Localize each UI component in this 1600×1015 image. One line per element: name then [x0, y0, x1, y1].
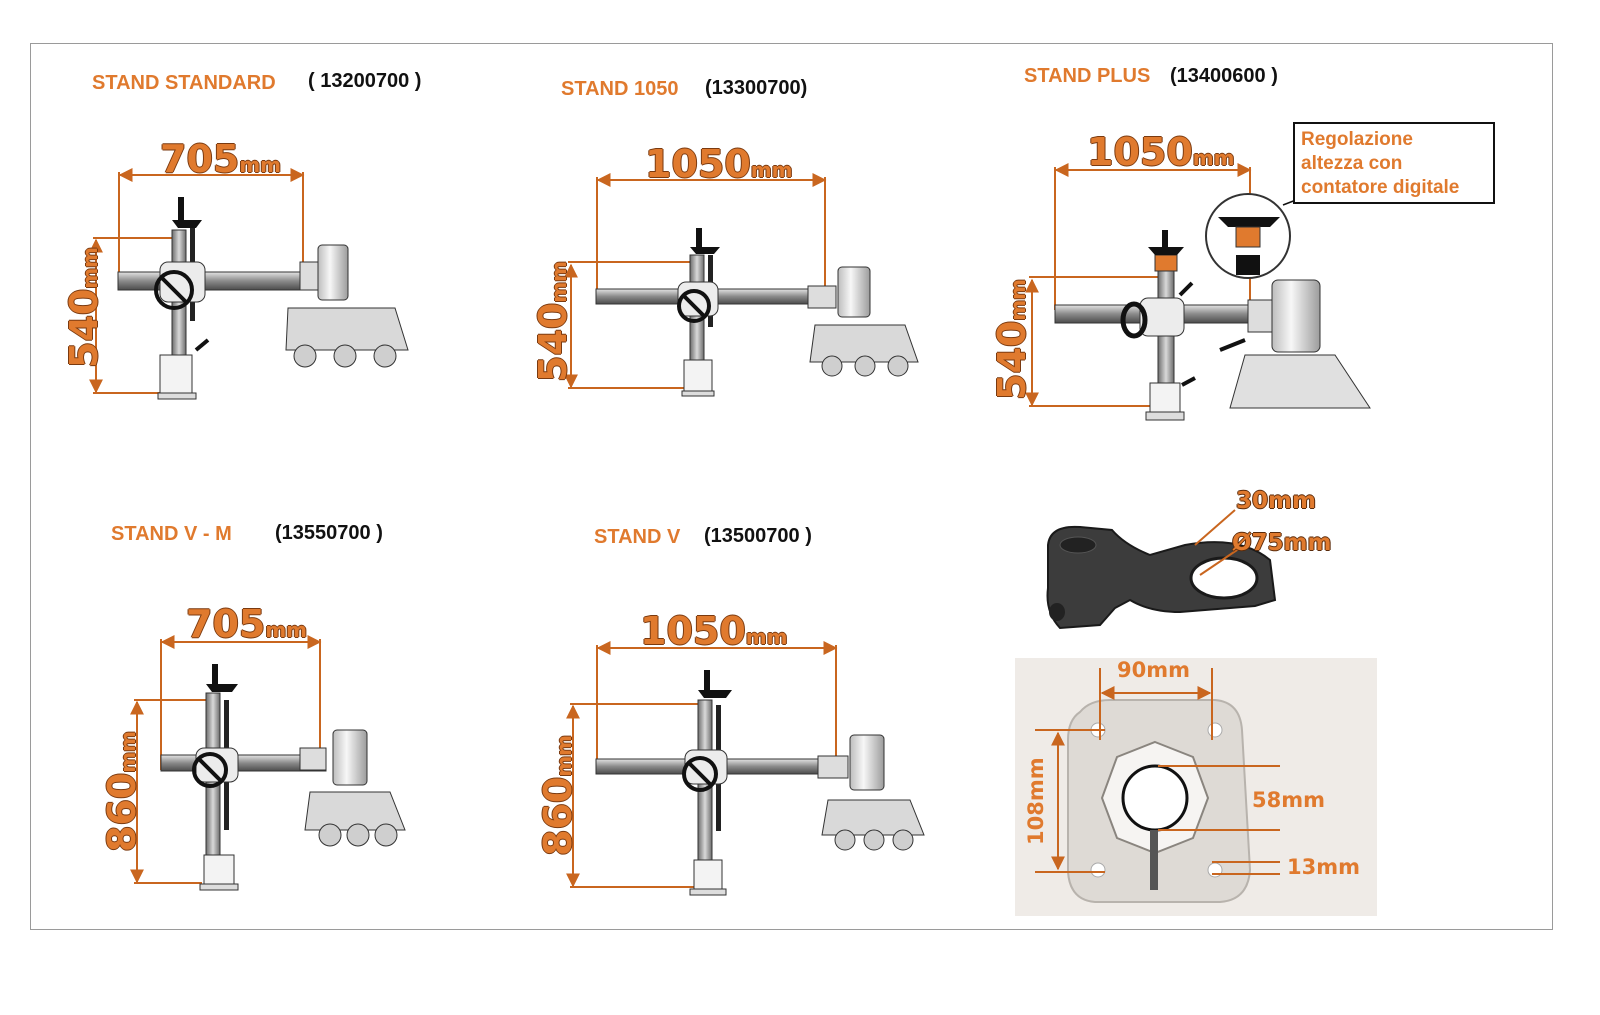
stand-1050-drawing: [564, 173, 919, 397]
stand-v-m-code: (13550700 ): [275, 522, 383, 544]
base-width-label: 90mm: [1117, 658, 1190, 682]
width-unit: mm: [750, 158, 793, 182]
width-unit: mm: [265, 618, 308, 642]
stand-1050-width: 1050mm: [645, 142, 792, 186]
height-value: 540: [531, 302, 575, 382]
stand-v-m-height: 860mm: [100, 731, 144, 852]
stand-standard-width: 705mm: [160, 137, 281, 181]
stand-v-m-title: STAND V - M: [111, 523, 232, 545]
stand-v-width: 1050mm: [640, 609, 787, 653]
base-plate-drawing: [1015, 658, 1377, 916]
width-value: 1050: [640, 609, 746, 653]
stand-v-code: (13500700 ): [704, 525, 812, 547]
stand-standard-height: 540mm: [62, 247, 106, 368]
height-unit: mm: [116, 730, 140, 773]
width-value: 1050: [645, 142, 751, 186]
width-unit: mm: [1192, 146, 1235, 170]
stand-1050-height: 540mm: [531, 261, 575, 382]
width-value: 705: [160, 137, 240, 181]
hex-size-label: 58mm: [1252, 788, 1325, 812]
height-unit: mm: [552, 734, 576, 777]
stand-standard-drawing: [89, 168, 409, 400]
stand-standard-title: STAND STANDARD: [92, 72, 276, 94]
width-value: 705: [186, 602, 266, 646]
clamp-drawing: [1046, 509, 1277, 630]
stand-1050-code: (13300700): [705, 77, 808, 99]
width-value: 1050: [1087, 130, 1193, 174]
stand-v-drawing: [566, 641, 925, 896]
stand-plus-code: (13400600 ): [1170, 65, 1278, 87]
callout-line-3: contatore digitale: [1301, 177, 1460, 198]
stand-v-m-drawing: [130, 635, 406, 891]
height-adjustment-callout: Regolazione altezza con contatore digita…: [1293, 122, 1495, 204]
callout-line-1: Regolazione: [1301, 129, 1413, 150]
stand-plus-height: 540mm: [990, 279, 1034, 400]
stand-v-title: STAND V: [594, 526, 681, 548]
clamp-diameter-label: Ø75mm: [1232, 530, 1332, 556]
height-unit: mm: [78, 246, 102, 289]
height-unit: mm: [547, 260, 571, 303]
base-height-label: 108mm: [1024, 757, 1048, 845]
width-unit: mm: [745, 625, 788, 649]
stand-standard-code: ( 13200700 ): [308, 70, 422, 92]
stand-v-height: 860mm: [536, 735, 580, 856]
callout-line-2: altezza con: [1301, 153, 1403, 174]
stand-plus-drawing: [1025, 163, 1371, 421]
stand-plus-title: STAND PLUS: [1024, 65, 1151, 87]
diagram-frame: [30, 43, 1553, 930]
stand-1050-title: STAND 1050: [561, 78, 679, 100]
stand-plus-width: 1050mm: [1087, 130, 1234, 174]
height-value: 540: [990, 320, 1034, 400]
width-unit: mm: [239, 153, 282, 177]
height-value: 540: [62, 288, 106, 368]
slot-size-label: 13mm: [1287, 855, 1360, 879]
stand-v-m-width: 705mm: [186, 602, 307, 646]
clamp-thickness-label: 30mm: [1236, 488, 1316, 514]
height-value: 860: [100, 772, 144, 852]
height-unit: mm: [1006, 278, 1030, 321]
height-value: 860: [536, 776, 580, 856]
